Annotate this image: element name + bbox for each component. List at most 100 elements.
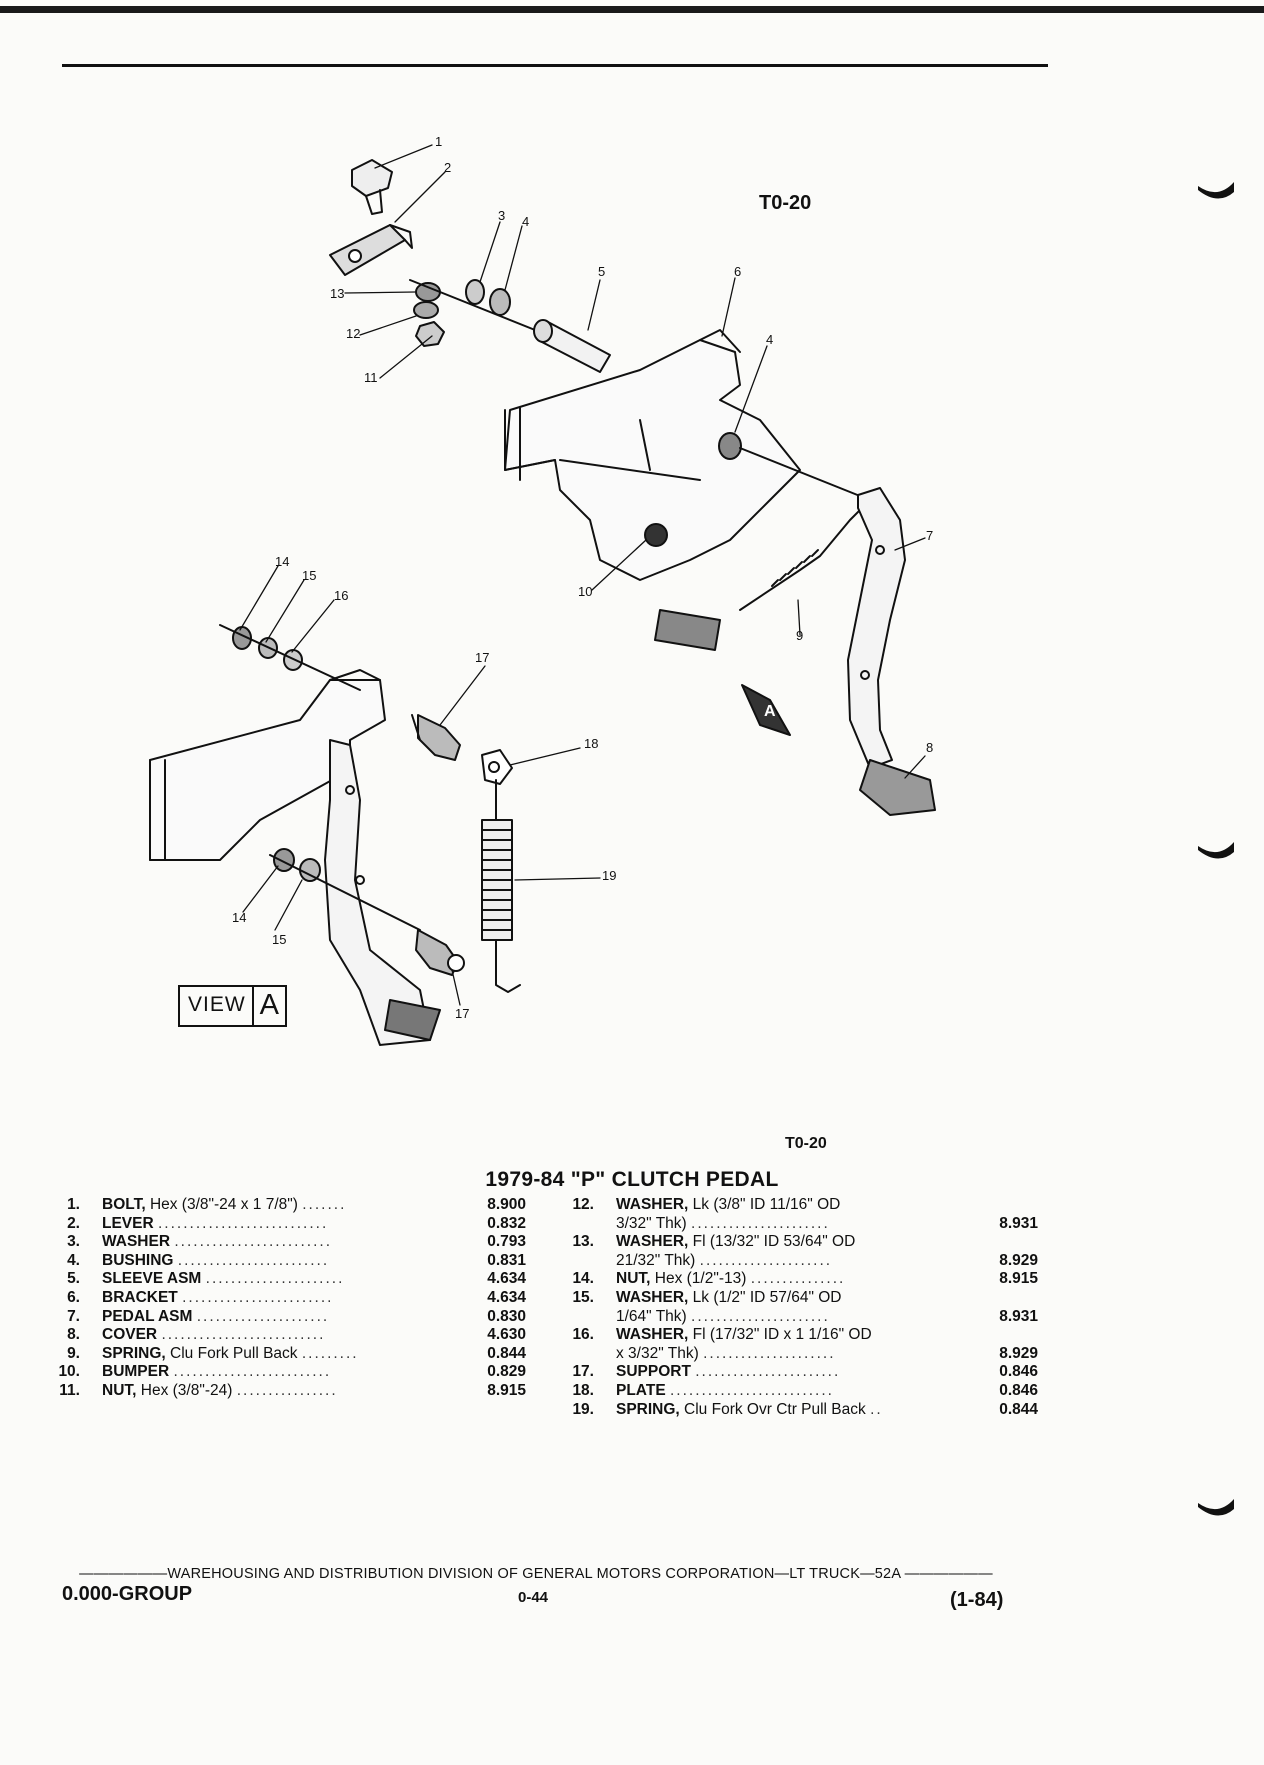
part-description: WASHER ......................... xyxy=(102,1233,333,1251)
part-description: LEVER ........................... xyxy=(102,1214,329,1232)
pedal-cover-part xyxy=(859,759,936,816)
part-number: 8. xyxy=(67,1326,80,1344)
washer-part xyxy=(465,279,485,305)
part-group-number: 8.900 xyxy=(487,1196,526,1213)
callout-label: 17 xyxy=(455,1006,469,1021)
part-description: SUPPORT ....................... xyxy=(616,1363,841,1381)
callout-label: 18 xyxy=(584,736,598,751)
part-number: 15. xyxy=(572,1288,594,1306)
part-number: 9. xyxy=(67,1344,80,1362)
callout-label: 11 xyxy=(364,370,378,385)
part-group-number: 0.831 xyxy=(487,1251,526,1269)
footer-date: (1-84) xyxy=(950,1589,1004,1611)
parts-row: 8. COVER .......................... 4.63… xyxy=(46,1326,526,1345)
footer-group: 0.000-GROUP xyxy=(62,1583,193,1605)
header-rule xyxy=(62,64,1048,67)
part-group-number: 0.832 xyxy=(487,1214,526,1232)
part-description: BUSHING ........................ xyxy=(102,1251,330,1269)
view-a-arrow: A xyxy=(741,684,791,736)
view-label-letter: A xyxy=(251,987,285,1025)
callout-label: 14 xyxy=(275,554,289,569)
binding-hole-mark xyxy=(1196,1495,1236,1523)
callout-label: 9 xyxy=(796,628,803,643)
callout-label: 2 xyxy=(444,160,451,175)
parts-row: 10. BUMPER ......................... 0.8… xyxy=(46,1363,526,1382)
part-group-number: 0.829 xyxy=(487,1363,526,1381)
part-number: 6. xyxy=(67,1288,80,1306)
part-group-number: 8.929 xyxy=(999,1344,1038,1362)
part-description: BUMPER ......................... xyxy=(102,1363,332,1381)
part-group-number: 4.634 xyxy=(487,1288,526,1306)
parts-row: 6. BRACKET ........................ 4.63… xyxy=(46,1289,526,1308)
part-description: NUT, Hex (3/8"-24) ................ xyxy=(102,1381,338,1399)
parts-row: 18. PLATE .......................... 0.8… xyxy=(560,1382,1038,1401)
callout-label: 10 xyxy=(578,584,592,599)
callout-label: 12 xyxy=(346,326,360,341)
callout-label: 15 xyxy=(272,932,286,947)
leader-lines xyxy=(239,144,926,1006)
part-number: 11. xyxy=(59,1381,80,1399)
part-number: 5. xyxy=(67,1270,80,1288)
part-number: 17. xyxy=(572,1363,594,1381)
bumper-part xyxy=(644,523,668,547)
part-number: 18. xyxy=(572,1381,594,1399)
callout-label: 8 xyxy=(926,740,933,755)
parts-row: 2. LEVER ........................... 0.8… xyxy=(46,1215,526,1234)
plate-part xyxy=(481,749,513,785)
part-number: 13. xyxy=(572,1233,594,1251)
part-group-number: 8.929 xyxy=(999,1251,1038,1269)
part-group-number: 8.931 xyxy=(999,1214,1038,1232)
part-number: 1. xyxy=(67,1196,80,1213)
part-number: 7. xyxy=(67,1307,80,1325)
parts-list-left: 1. BOLT, Hex (3/8"-24 x 1 7/8") ....... … xyxy=(46,1196,526,1401)
bracket-part xyxy=(504,329,801,581)
callout-numbers: 1 2 3 4 5 6 4 7 8 9 10 11 12 13 14 15 16… xyxy=(232,134,933,1021)
callout-label: 14 xyxy=(232,910,246,925)
view-a-pedal xyxy=(324,739,441,1046)
part-description: PEDAL ASM ..................... xyxy=(102,1307,330,1325)
washer-part xyxy=(415,282,441,302)
bushing-part xyxy=(489,288,511,316)
lever-part xyxy=(329,224,413,276)
callout-label: 4 xyxy=(522,214,529,229)
part-description: SPRING, Clu Fork Ovr Ctr Pull Back .. xyxy=(616,1400,883,1418)
svg-text:A: A xyxy=(764,703,776,720)
part-description: SLEEVE ASM ...................... xyxy=(102,1270,345,1288)
part-group-number: 0.793 xyxy=(487,1233,526,1251)
parts-row: 4. BUSHING ........................ 0.83… xyxy=(46,1252,526,1271)
callout-label: 5 xyxy=(598,264,605,279)
spring-part xyxy=(481,779,521,993)
parts-row: 1. BOLT, Hex (3/8"-24 x 1 7/8") ....... … xyxy=(46,1196,526,1215)
nut-part xyxy=(415,321,445,347)
ref-code-top: T0-20 xyxy=(759,192,812,214)
part-group-number: 0.830 xyxy=(487,1307,526,1325)
parts-row: 11. NUT, Hex (3/8"-24) ................ … xyxy=(46,1382,526,1401)
part-number: 2. xyxy=(67,1214,80,1232)
footer-page-number: 0-44 xyxy=(518,1589,549,1606)
parts-row: 14. NUT, Hex (1/2"-13) ............... 8… xyxy=(560,1270,1038,1289)
part-description: COVER .......................... xyxy=(102,1326,326,1344)
footer-division-line: ——————WAREHOUSING AND DISTRIBUTION DIVIS… xyxy=(79,1566,993,1582)
callout-label: 3 xyxy=(498,208,505,223)
part-number: 19. xyxy=(572,1400,594,1418)
part-description: NUT, Hex (1/2"-13) ............... xyxy=(616,1270,846,1288)
part-group-number: 0.846 xyxy=(999,1363,1038,1381)
part-description: SPRING, Clu Fork Pull Back ......... xyxy=(102,1344,359,1362)
top-border xyxy=(0,6,1264,13)
parts-row: 5. SLEEVE ASM ...................... 4.6… xyxy=(46,1270,526,1289)
callout-label: 7 xyxy=(926,528,933,543)
callout-label: 1 xyxy=(435,134,442,149)
part-group-number: 0.846 xyxy=(999,1381,1038,1399)
view-a-label: VIEW A xyxy=(178,985,288,1027)
callout-label: 17 xyxy=(475,650,489,665)
bolt-part xyxy=(351,159,393,215)
parts-list-title: 1979-84 "P" CLUTCH PEDAL xyxy=(485,1168,779,1191)
ref-code-bottom: T0-20 xyxy=(785,1135,827,1152)
